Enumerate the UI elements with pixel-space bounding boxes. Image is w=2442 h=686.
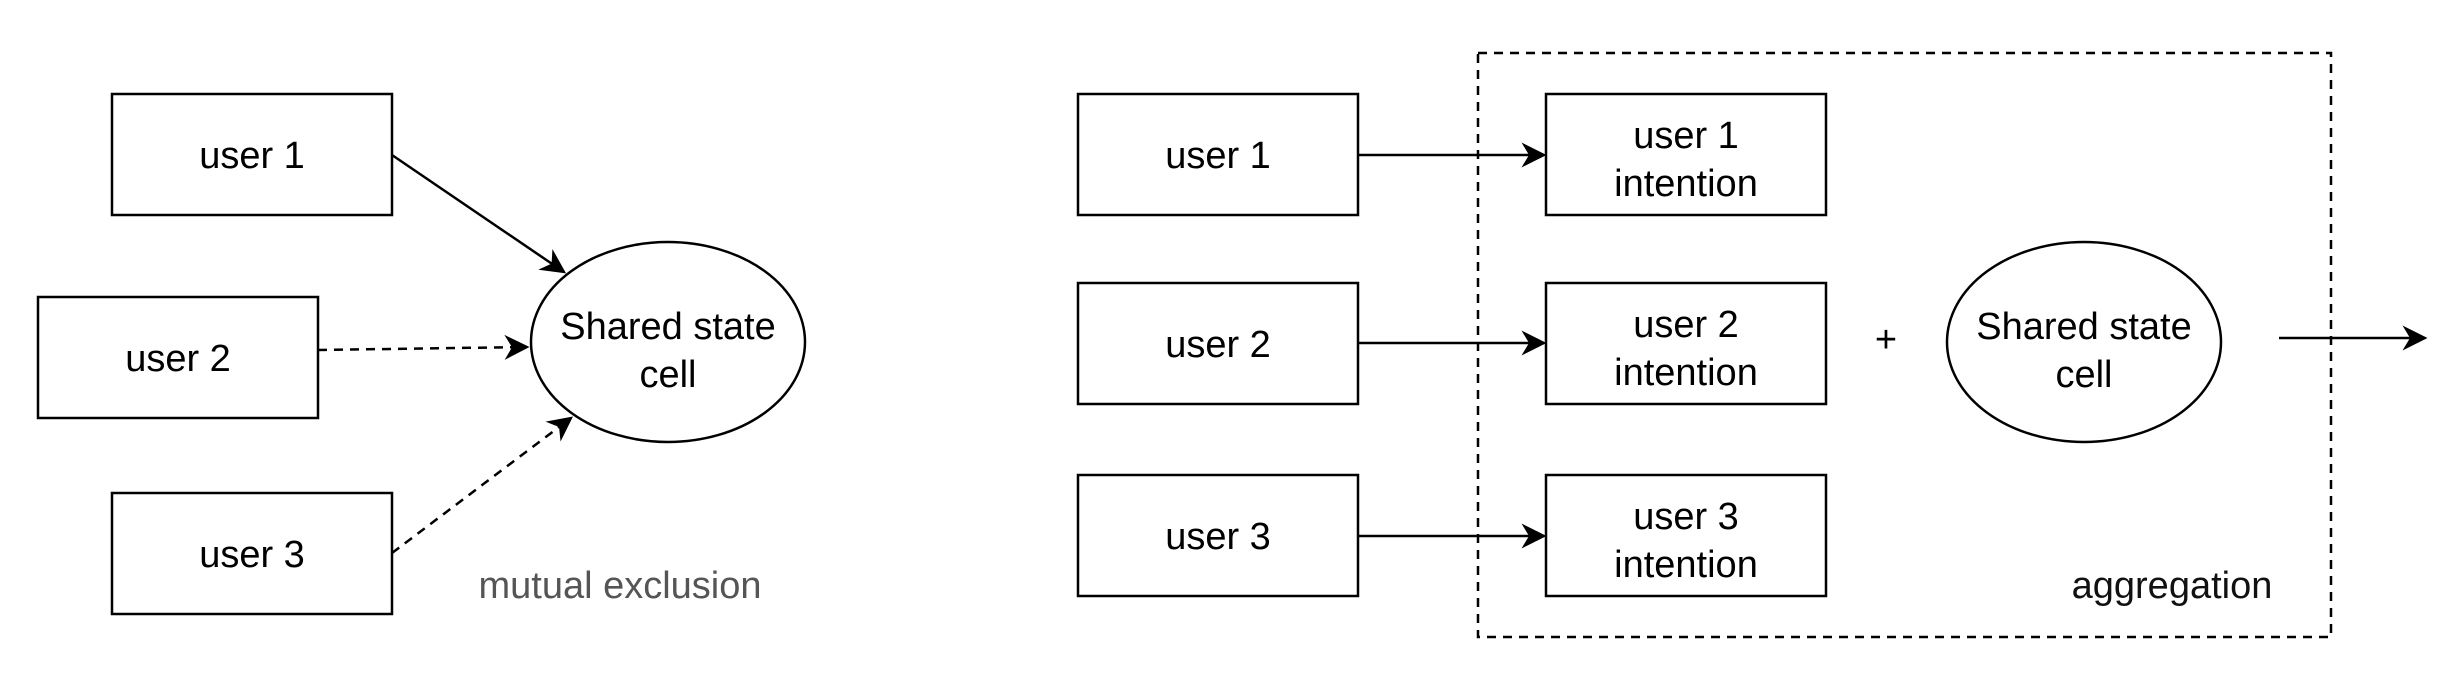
right-user-2-label: user 2 [1165, 324, 1271, 366]
left-shared-state-cell: Shared state cell [529, 240, 807, 444]
intention-2-label-line2: intention [1614, 352, 1758, 394]
right-user-3-node: user 3 [1076, 473, 1360, 598]
intention-1-label-line1: user 1 [1633, 115, 1739, 157]
left-user-3-label: user 3 [199, 534, 305, 576]
edge-user-2-to-shared-cell-dashed [317, 334, 530, 360]
left-user-1-node: user 1 [110, 92, 394, 217]
left-shared-cell-label-line1: Shared state [560, 306, 775, 348]
left-user-1-label: user 1 [199, 135, 305, 177]
intention-1-node: user 1 intention [1544, 92, 1828, 217]
intention-3-node: user 3 intention [1544, 473, 1828, 598]
mutual-exclusion-caption: mutual exclusion [478, 565, 761, 607]
left-shared-cell-label-line2: cell [639, 354, 696, 396]
intention-2-label-line1: user 2 [1633, 304, 1739, 346]
right-shared-state-cell: Shared state cell [1945, 240, 2223, 444]
intention-3-label-line1: user 3 [1633, 496, 1739, 538]
intention-3-label-line2: intention [1614, 544, 1758, 586]
edge-user-3-to-shared-cell-dashed [391, 416, 573, 554]
right-shared-cell-label-line1: Shared state [1976, 306, 2191, 348]
right-user-1-label: user 1 [1165, 135, 1271, 177]
right-user-2-node: user 2 [1076, 281, 1360, 406]
left-user-2-label: user 2 [125, 338, 231, 380]
aggregation-diagram: user 1 user 2 user 3 user 1 intention us… [1076, 51, 2428, 639]
right-user-3-label: user 3 [1165, 516, 1271, 558]
left-user-2-node: user 2 [36, 295, 320, 420]
edge-user-1-to-shared-cell [391, 153, 567, 274]
plus-operator: + [1875, 319, 1897, 361]
intention-2-node: user 2 intention [1544, 281, 1828, 406]
right-user-1-node: user 1 [1076, 92, 1360, 217]
aggregation-frame [1476, 51, 2333, 639]
intention-1-label-line2: intention [1614, 163, 1758, 205]
right-shared-cell-label-line2: cell [2055, 354, 2112, 396]
aggregation-caption: aggregation [2072, 565, 2273, 607]
mutual-exclusion-diagram: user 1 user 2 user 3 Shared state cell m… [36, 92, 807, 616]
left-user-3-node: user 3 [110, 491, 394, 616]
